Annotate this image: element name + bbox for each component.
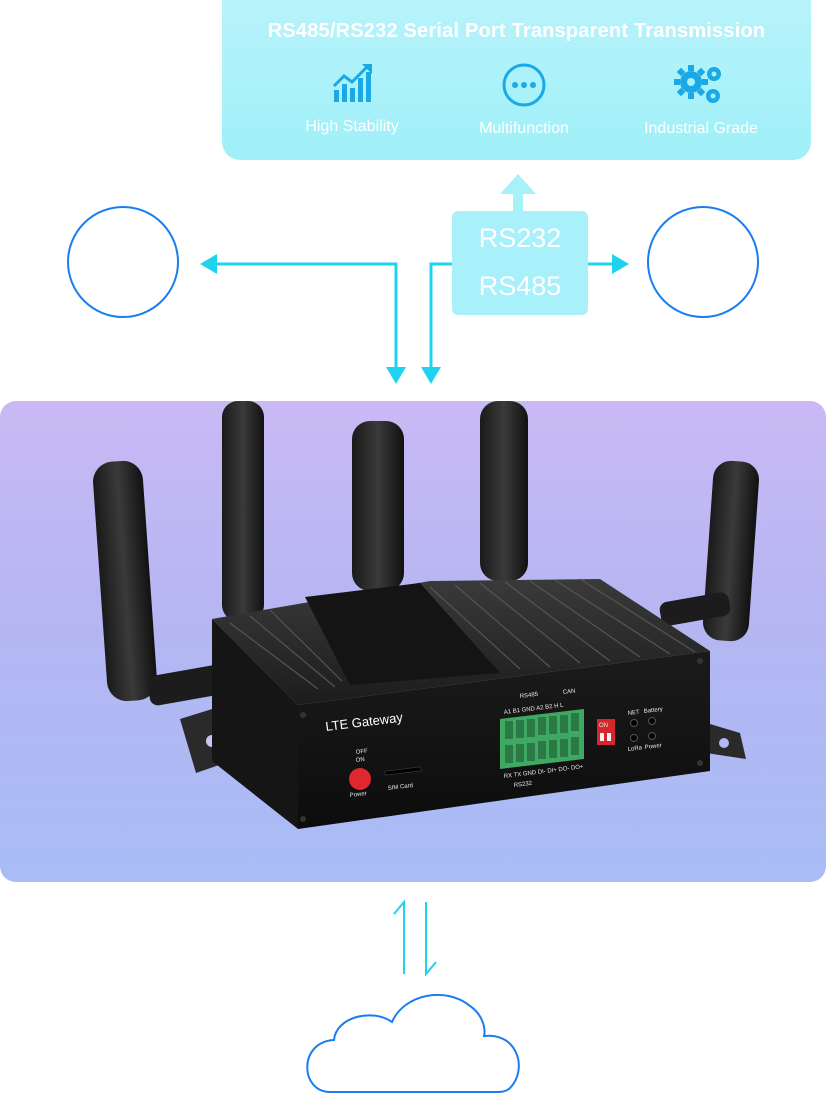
feature-industrial-grade: Industrial Grade (621, 62, 781, 138)
right-endpoint-circle (647, 206, 759, 318)
up-arrow-shaft (513, 192, 523, 212)
screw (697, 658, 703, 664)
connection-diagram (67, 174, 759, 384)
screw (300, 712, 306, 718)
device-top-plate (305, 583, 500, 685)
led-lora (630, 734, 638, 742)
chart-growth-icon (332, 64, 372, 102)
dip-on-label: ON (599, 723, 608, 729)
sim-slot[interactable] (384, 766, 422, 776)
up-arrow-icon (500, 174, 536, 194)
mount-hole (719, 738, 729, 748)
led-power-label: Power (645, 743, 663, 751)
sim-slot-label: SIM Card (388, 783, 414, 792)
screw (697, 760, 703, 766)
power-button[interactable] (349, 768, 371, 790)
led-lora-label: LoRa (628, 745, 644, 753)
feature-high-stability: High Stability (272, 62, 432, 136)
gears-icon (674, 65, 721, 103)
switch-off-label: OFF (356, 749, 369, 756)
banner-title: RS485/RS232 Serial Port Transparent Tran… (267, 20, 766, 42)
down-arrow-icon (421, 367, 441, 384)
cloud-section (306, 899, 520, 1093)
heatsink-fins (229, 578, 696, 690)
gateway-device-illustration: LTE Gateway OFF ON Power SIM Card RS485 … (93, 401, 760, 829)
screw (300, 816, 306, 822)
right-arrow-icon (612, 254, 629, 274)
rs485-label: RS485 (520, 692, 540, 700)
led-battery (648, 717, 656, 725)
interface-rs485: RS485 (478, 271, 562, 301)
device-left-side (212, 619, 298, 829)
feature-label: High Stability (305, 118, 399, 135)
left-endpoint-circle (67, 206, 179, 318)
feature-banner: RS485/RS232 Serial Port Transparent Tran… (222, 0, 811, 160)
antenna-4 (480, 401, 528, 581)
switch-on-label: ON (356, 757, 366, 764)
interface-box: RS232 RS485 (452, 211, 588, 315)
bidirectional-arrows-icon (393, 899, 437, 977)
interface-rs232: RS232 (478, 223, 562, 253)
left-connector-line (216, 262, 398, 374)
rs232-label: RS232 (514, 781, 534, 789)
feature-label: Multifunction (479, 120, 569, 137)
antenna-1 (93, 460, 157, 702)
side-antenna-connector-right (659, 592, 731, 626)
antenna-3 (352, 421, 404, 591)
power-button-label: Power (350, 791, 368, 799)
feature-multifunction: Multifunction (444, 62, 604, 138)
can-label: CAN (563, 688, 576, 695)
more-dots-icon (502, 63, 546, 107)
terminal-screws (505, 713, 579, 763)
feature-label: Industrial Grade (644, 120, 758, 137)
led-net (630, 719, 638, 727)
left-arrow-icon (200, 254, 217, 274)
led-net-label: NET (628, 710, 641, 717)
down-arrow-icon (386, 367, 406, 384)
device-panel: LTE Gateway OFF ON Power SIM Card RS485 … (0, 401, 826, 882)
led-battery-label: Battery (644, 707, 664, 715)
antenna-2 (222, 401, 264, 621)
led-power (648, 732, 656, 740)
cloud-icon (306, 993, 520, 1093)
